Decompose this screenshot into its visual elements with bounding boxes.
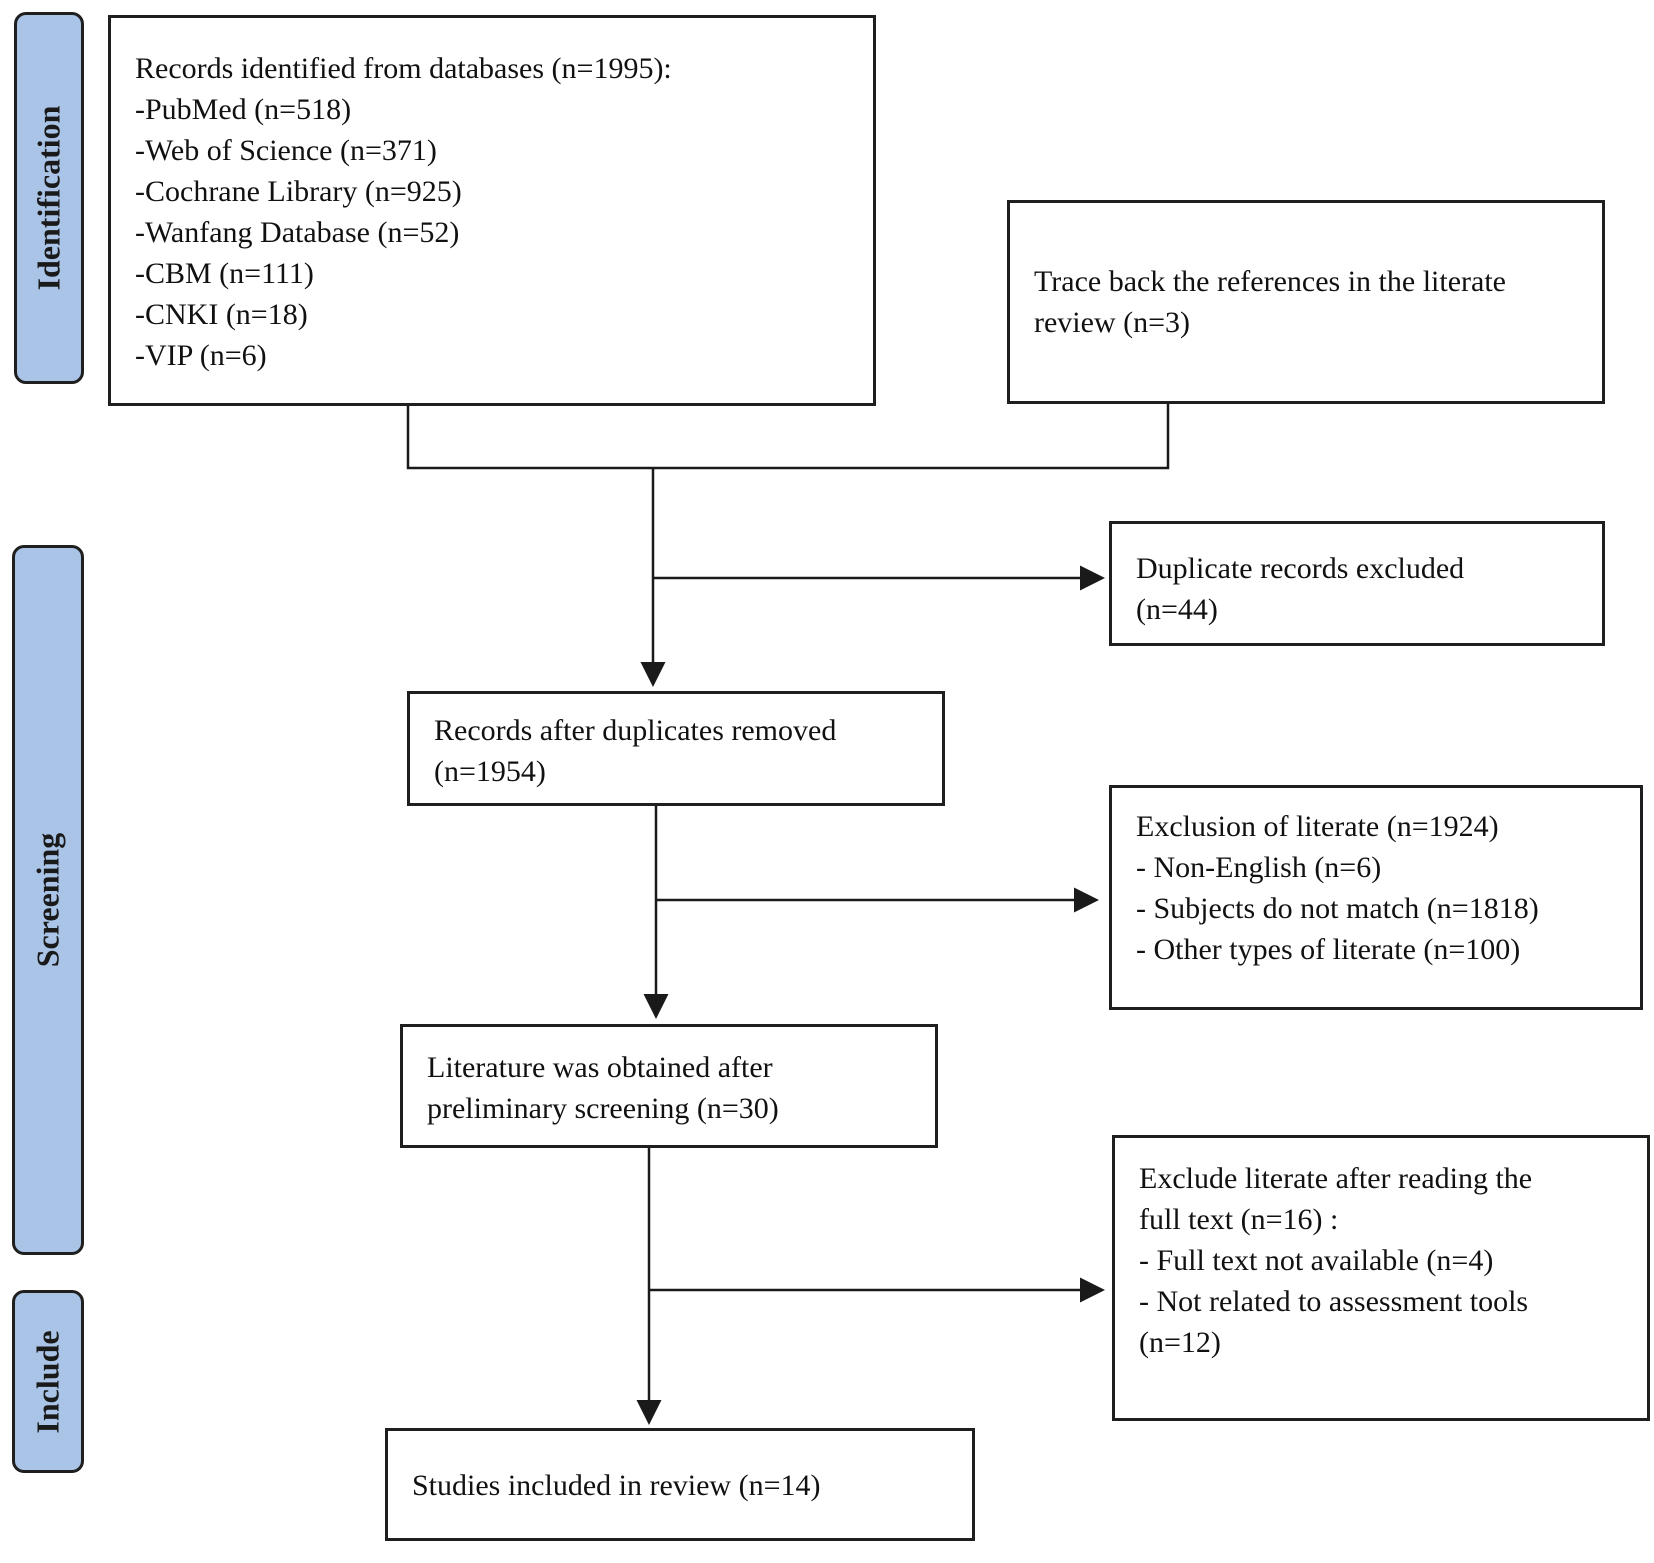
box-line: -Cochrane Library (n=925) xyxy=(135,175,462,208)
box-after-duplicates: Records after duplicates removed (n=1954… xyxy=(407,691,945,806)
box-line: (n=1954) xyxy=(434,755,546,788)
box-records-identified: Records identified from databases (n=199… xyxy=(108,15,876,406)
box-line: -Web of Science (n=371) xyxy=(135,134,437,167)
box-line: preliminary screening (n=30) xyxy=(427,1092,779,1125)
box-line: Trace back the references in the literat… xyxy=(1034,265,1506,298)
box-trace-back: Trace back the references in the literat… xyxy=(1007,200,1605,404)
box-line: -CBM (n=111) xyxy=(135,257,314,290)
box-line: - Non-English (n=6) xyxy=(1136,851,1382,884)
box-line: Records after duplicates removed xyxy=(434,714,837,747)
box-studies-included: Studies included in review (n=14) xyxy=(385,1428,975,1541)
box-line: -CNKI (n=18) xyxy=(135,298,308,331)
phase-identification: Identification xyxy=(14,12,84,384)
box-line: review (n=3) xyxy=(1034,306,1191,339)
box-line: -PubMed (n=518) xyxy=(135,93,352,126)
box-line: (n=12) xyxy=(1139,1326,1221,1359)
box-line: Exclusion of literate (n=1924) xyxy=(1136,810,1499,843)
box-line: - Subjects do not match (n=1818) xyxy=(1136,892,1539,925)
box-line: -VIP (n=6) xyxy=(135,339,267,372)
merge-connector xyxy=(406,382,1170,470)
box-exclusion-literate: Exclusion of literate (n=1924) - Non-Eng… xyxy=(1109,785,1643,1010)
phase-include: Include xyxy=(12,1290,84,1473)
box-line: Studies included in review (n=14) xyxy=(412,1469,821,1502)
box-duplicates-excluded: Duplicate records excluded (n=44) xyxy=(1109,521,1605,646)
box-line: - Other types of literate (n=100) xyxy=(1136,933,1521,966)
box-line: -Wanfang Database (n=52) xyxy=(135,216,460,249)
box-line: - Not related to assessment tools xyxy=(1139,1285,1529,1318)
box-line: Records identified from databases (n=199… xyxy=(135,52,672,85)
box-full-text-excluded: Exclude literate after reading the full … xyxy=(1112,1135,1650,1421)
box-line: full text (n=16) : xyxy=(1139,1203,1339,1236)
phase-screening: Screening xyxy=(12,545,84,1255)
box-line: Exclude literate after reading the xyxy=(1139,1162,1533,1195)
box-line: (n=44) xyxy=(1136,593,1218,626)
box-line: - Full text not available (n=4) xyxy=(1139,1244,1494,1277)
box-preliminary-screening: Literature was obtained after preliminar… xyxy=(400,1024,938,1148)
box-line: Duplicate records excluded xyxy=(1136,552,1465,585)
box-line: Literature was obtained after xyxy=(427,1051,773,1084)
